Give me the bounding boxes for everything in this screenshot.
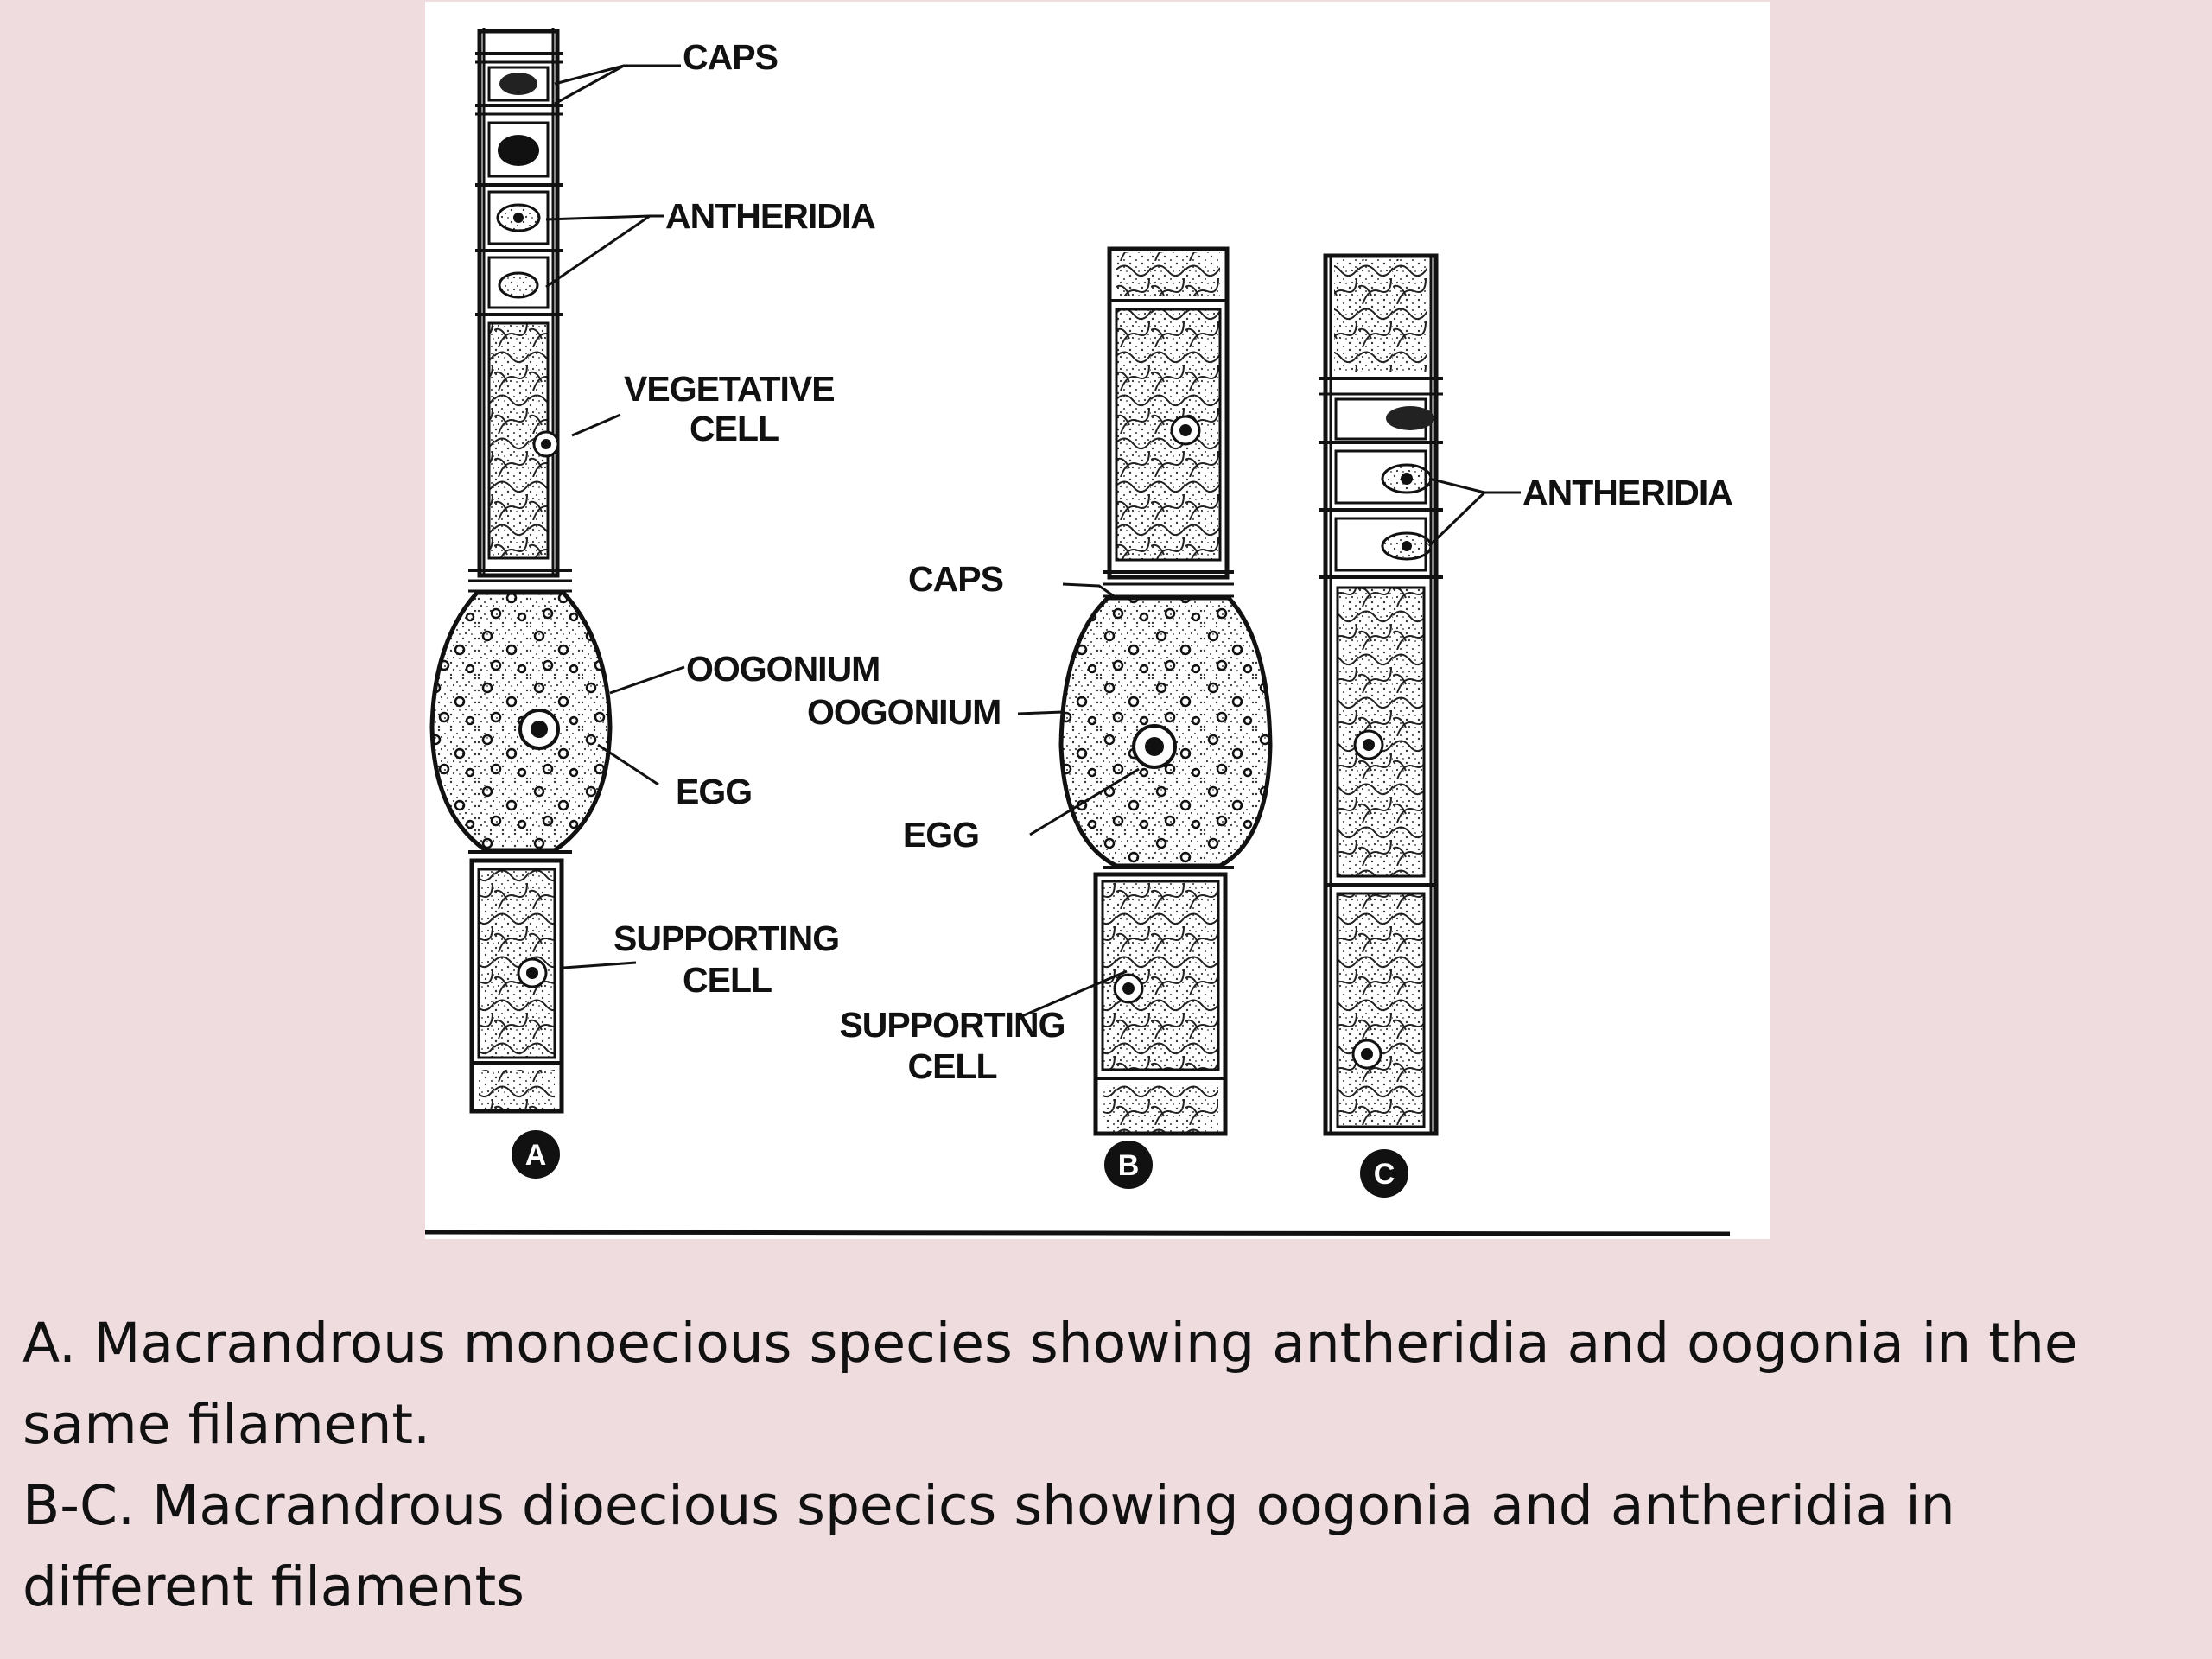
antheridium-cell: [1334, 449, 1433, 505]
label-b-supporting-cell: CELL: [907, 1046, 996, 1086]
label-c-antheridia: ANTHERIDIA: [1522, 473, 1732, 512]
antheridium-cell: [487, 121, 550, 178]
vegetative-cell: [1115, 308, 1222, 562]
figure-panel: A CAPS ANTHERIDIA VEGETATIVE CELL OOGONI…: [425, 2, 1770, 1239]
antheridium-cell: [1334, 397, 1434, 441]
panel-letter-a-text: A: [525, 1139, 547, 1172]
filament-b: B CAPS OOGONIUM EGG SUPPORTING CELL: [807, 246, 1273, 1189]
filament-c: C ANTHERIDIA: [1319, 253, 1733, 1198]
label-a-supporting-cell: CELL: [683, 960, 772, 1000]
label-a-vegetative: VEGETATIVE: [624, 369, 835, 409]
panel-letter-b-text: B: [1118, 1149, 1140, 1182]
filament-c-leaders: [1427, 477, 1521, 548]
label-b-supporting: SUPPORTING: [839, 1005, 1065, 1045]
filament-b-upper-cells: [1103, 246, 1234, 598]
filament-b-leaders: [1017, 582, 1140, 1020]
antheridium-cell: [1334, 517, 1433, 572]
label-a-oogonium: OOGONIUM: [686, 649, 880, 689]
caption: A. Macrandrous monoecious species showin…: [22, 1303, 2183, 1628]
label-b-egg: EGG: [903, 815, 979, 855]
antheridium-cell: [487, 66, 550, 102]
filament-a-upper-cells: [468, 28, 572, 593]
figure-bottom-rule: [425, 1230, 1731, 1236]
filament-a-leaders: [545, 64, 685, 969]
panel-letter-b: B: [1104, 1141, 1153, 1189]
vegetative-cell: [487, 321, 560, 560]
label-a-vegetative-cell: CELL: [690, 409, 779, 448]
label-a-antheridia: ANTHERIDIA: [665, 196, 875, 236]
supporting-cell-b: [1093, 872, 1228, 1136]
vegetative-cell: [1336, 586, 1426, 878]
panel-letter-a: A: [512, 1130, 560, 1179]
panel-letter-c: C: [1360, 1149, 1408, 1198]
antheridium-cell: [487, 256, 550, 309]
label-a-supporting: SUPPORTING: [613, 918, 839, 958]
oogonium-b: [1058, 595, 1273, 869]
label-b-caps: CAPS: [908, 559, 1003, 599]
oogonium-a: [429, 590, 613, 854]
panel-letter-c-text: C: [1374, 1158, 1395, 1191]
filament-a: A CAPS ANTHERIDIA VEGETATIVE CELL OOGONI…: [429, 28, 880, 1179]
label-a-egg: EGG: [676, 772, 752, 811]
vegetative-cell: [1336, 892, 1426, 1128]
supporting-cell-a: [469, 858, 564, 1114]
antheridium-cell: [487, 190, 550, 245]
label-b-oogonium: OOGONIUM: [807, 692, 1001, 732]
caption-line-a: A. Macrandrous monoecious species showin…: [22, 1312, 2078, 1456]
caption-line-bc: B-C. Macrandrous dioecious specics showi…: [22, 1474, 1955, 1618]
label-a-caps: CAPS: [683, 37, 778, 77]
